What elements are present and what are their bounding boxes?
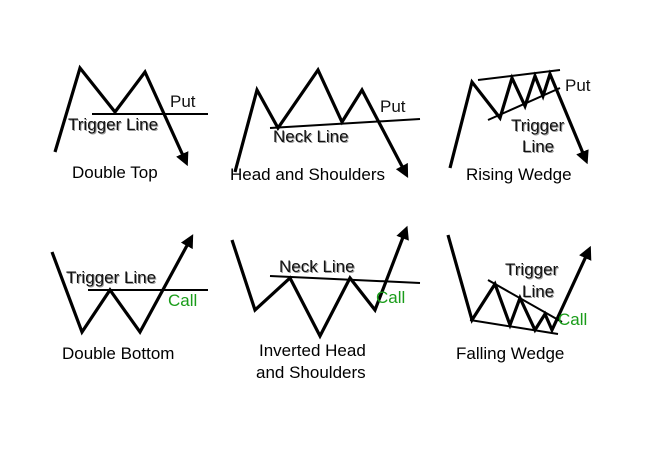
trigger-label-shadow: Trigger Line bbox=[67, 269, 157, 288]
pattern-caption-line-2: and Shoulders bbox=[256, 363, 366, 382]
trigger-label-1: Trigger bbox=[505, 260, 559, 279]
upper-trend-line bbox=[477, 69, 561, 81]
upper-trend-line bbox=[487, 279, 563, 323]
trigger-label: Trigger Line bbox=[66, 268, 156, 287]
neck-label-shadow: Neck Line bbox=[280, 258, 356, 277]
price-path bbox=[448, 69, 589, 169]
put-label: Put bbox=[380, 97, 406, 116]
pattern-double-bottom: Trigger Line Trigger Line Call Double Bo… bbox=[50, 234, 208, 363]
trigger-label-shadow-1: Trigger bbox=[512, 117, 566, 136]
pattern-caption-line-1: Inverted Head bbox=[259, 341, 366, 360]
price-path bbox=[230, 225, 409, 340]
trigger-label-1: Trigger bbox=[511, 116, 565, 135]
pattern-caption: Falling Wedge bbox=[456, 344, 564, 363]
pattern-caption: Double Bottom bbox=[62, 344, 174, 363]
trigger-label-2: Line bbox=[522, 137, 554, 156]
call-label: Call bbox=[376, 288, 405, 307]
put-label: Put bbox=[170, 92, 196, 111]
pattern-head-and-shoulders: Neck Line Neck Line Put Head and Shoulde… bbox=[230, 66, 421, 184]
trigger-label-2: Line bbox=[522, 282, 554, 301]
pattern-caption: Head and Shoulders bbox=[230, 165, 385, 184]
pattern-caption: Rising Wedge bbox=[466, 165, 572, 184]
lower-trend-line bbox=[469, 319, 559, 335]
trigger-label-shadow-2: Line bbox=[523, 283, 555, 302]
pattern-double-top: Trigger Line Trigger Line Put Double Top bbox=[53, 64, 208, 182]
trigger-label-shadow-2: Line bbox=[523, 138, 555, 157]
trigger-label-shadow: Trigger Line bbox=[69, 116, 159, 135]
pattern-rising-wedge: Put Trigger Trigger Line Line Rising Wed… bbox=[448, 69, 591, 184]
neck-label: Neck Line bbox=[273, 127, 349, 146]
price-path bbox=[53, 64, 189, 167]
neck-line bbox=[269, 275, 421, 284]
pattern-inverted-head-and-shoulders: Neck Line Neck Line Call Inverted Head a… bbox=[230, 225, 421, 382]
call-label: Call bbox=[168, 291, 197, 310]
price-path bbox=[446, 234, 592, 334]
pattern-falling-wedge: Trigger Trigger Line Line Call Falling W… bbox=[446, 234, 592, 363]
trigger-label-shadow-1: Trigger bbox=[506, 261, 560, 280]
neck-label-shadow: Neck Line bbox=[274, 128, 350, 147]
put-label: Put bbox=[565, 76, 591, 95]
pattern-caption: Double Top bbox=[72, 163, 158, 182]
price-path bbox=[233, 66, 409, 178]
call-label: Call bbox=[558, 310, 587, 329]
trigger-label: Trigger Line bbox=[68, 115, 158, 134]
neck-label: Neck Line bbox=[279, 257, 355, 276]
neck-line bbox=[269, 118, 421, 129]
